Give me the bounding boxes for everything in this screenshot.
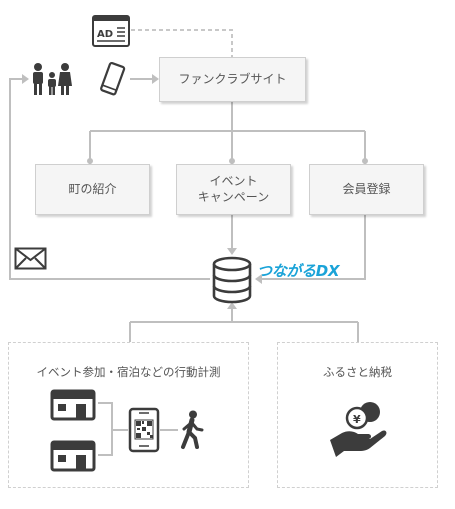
mail-icon xyxy=(14,247,48,271)
event-campaign-box: イベント キャンペーン xyxy=(176,164,291,215)
measurement-panel xyxy=(8,342,249,488)
svg-text:¥: ¥ xyxy=(353,413,361,426)
member-registration-box: 会員登録 xyxy=(309,164,424,215)
walker-icon xyxy=(178,410,206,450)
store-icon xyxy=(50,440,96,472)
donation-icon: ¥ xyxy=(328,400,388,458)
event-campaign-label: イベント キャンペーン xyxy=(197,173,270,204)
fanclub-site-box: ファンクラブサイト xyxy=(159,57,306,102)
ad-label: AD xyxy=(97,29,113,40)
family-icon xyxy=(30,62,74,96)
database-icon xyxy=(211,256,253,304)
measurement-label: イベント参加・宿泊などの行動計測 xyxy=(36,365,221,379)
tsunagaru-dx-brand: つながるDX xyxy=(257,262,340,280)
qr-phone-icon xyxy=(128,407,160,453)
store-icon xyxy=(50,389,96,421)
town-intro-box: 町の紹介 xyxy=(35,164,150,215)
smartphone-icon xyxy=(96,61,128,96)
furusato-panel xyxy=(277,342,438,488)
furusato-label: ふるさと納税 xyxy=(323,365,392,379)
ad-icon: AD xyxy=(92,15,130,47)
